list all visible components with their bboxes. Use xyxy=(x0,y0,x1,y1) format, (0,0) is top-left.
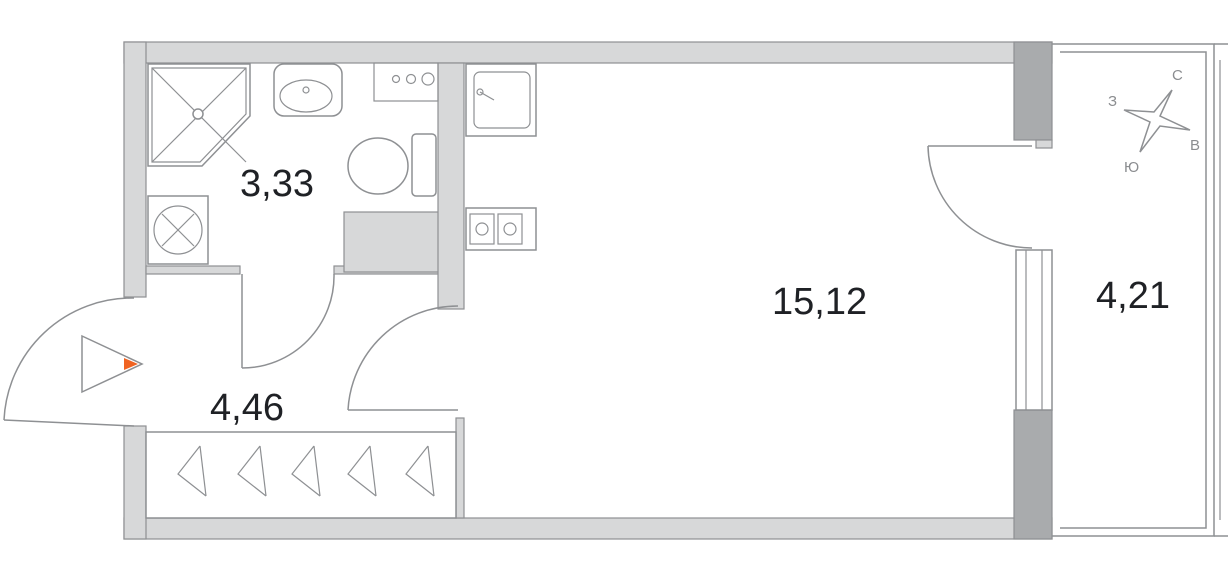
stove-niche xyxy=(373,62,439,102)
wall-right-lower xyxy=(1013,409,1053,540)
compass-north: С xyxy=(1172,67,1183,84)
wall-left-upper xyxy=(123,41,147,298)
washbasin xyxy=(273,63,343,117)
cooktop xyxy=(465,207,537,251)
compass-east: В xyxy=(1190,137,1200,154)
entrance-arrow-icon xyxy=(81,334,144,394)
hanger-icon xyxy=(237,445,267,497)
window-right xyxy=(1015,249,1053,411)
entrance-door xyxy=(3,297,135,421)
interior-walls xyxy=(145,62,465,519)
kitchen-fixtures xyxy=(465,63,537,251)
hanger-icon xyxy=(347,445,377,497)
toilet xyxy=(347,137,409,195)
compass-south: Ю xyxy=(1124,159,1139,176)
wall-right-upper xyxy=(1013,41,1053,141)
wall-top xyxy=(123,41,1053,64)
wall-left-lower xyxy=(123,425,147,540)
area-bathroom: 3,33 xyxy=(240,163,314,205)
area-hallway: 4,46 xyxy=(210,387,284,429)
bathroom-fixtures xyxy=(147,63,437,265)
hanger-icon xyxy=(291,445,321,497)
outer-walls xyxy=(123,41,1053,540)
compass: С З В Ю xyxy=(1108,67,1200,176)
wall-right-mid xyxy=(1035,139,1053,149)
balcony xyxy=(1052,43,1228,537)
wall-bottom xyxy=(123,517,1053,540)
hanger-icon xyxy=(405,445,435,497)
partition-bath-kitchen xyxy=(437,62,465,310)
hanger-icon xyxy=(177,445,207,497)
bathroom-niche xyxy=(343,211,445,273)
doors xyxy=(3,145,1033,427)
partition-hall-living xyxy=(455,417,465,519)
kitchen-sink xyxy=(465,63,537,137)
area-living-room: 15,12 xyxy=(772,281,867,323)
wardrobe xyxy=(145,431,457,519)
compass-west: З xyxy=(1108,93,1117,110)
area-balcony: 4,21 xyxy=(1096,275,1170,317)
bathroom-wall-bottom xyxy=(145,265,241,275)
